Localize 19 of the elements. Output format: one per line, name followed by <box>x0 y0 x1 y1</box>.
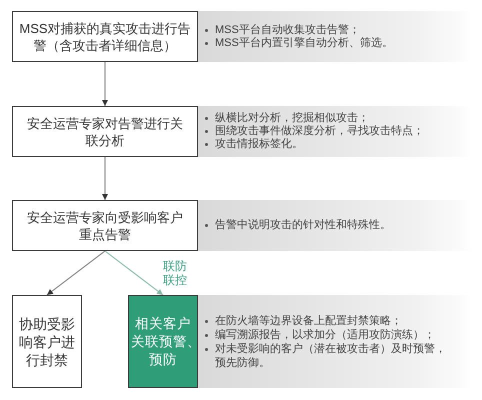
bullet-text: MSS平台自动收集攻击告警； <box>215 24 361 36</box>
bullet-text: 在防火墙等边界设备上配置封禁策略； <box>215 314 403 328</box>
edge-label: 联防联控 <box>162 259 188 287</box>
bullet-text: MSS平台内置引擎自动分析、筛选。 <box>215 36 394 50</box>
bullet-text: 纵横比对分析，挖掘相似攻击； <box>215 112 370 124</box>
arrow <box>102 156 108 200</box>
process-box: 协助受影响客户进行封禁 <box>12 295 82 388</box>
bullet-text: 攻击情报标签化。 <box>215 138 304 151</box>
bullet-text: 对未受影响的客户（潜在被攻击者）及时预警，预先防御。 <box>215 342 447 370</box>
process-box: MSS对捕获的真实攻击进行告警（含攻击者详细信息） <box>12 11 198 62</box>
process-box: 安全运营专家对告警进行关联分析 <box>12 106 198 157</box>
arrow <box>104 250 164 296</box>
arrow <box>46 250 106 296</box>
bullet-text: 围绕攻击事件做深度分析，寻找攻击特点； <box>215 125 425 138</box>
arrow <box>102 62 108 106</box>
process-box: 相关客户关联预警、预防 <box>128 295 198 388</box>
process-box: 安全运营专家向受影响客户重点告警 <box>12 200 198 251</box>
bullet-text: 编写溯源报告，以求加分（适用攻防演练）； <box>215 328 436 342</box>
bullet-text: 告警中说明攻击的针对性和特殊性。 <box>215 219 392 232</box>
